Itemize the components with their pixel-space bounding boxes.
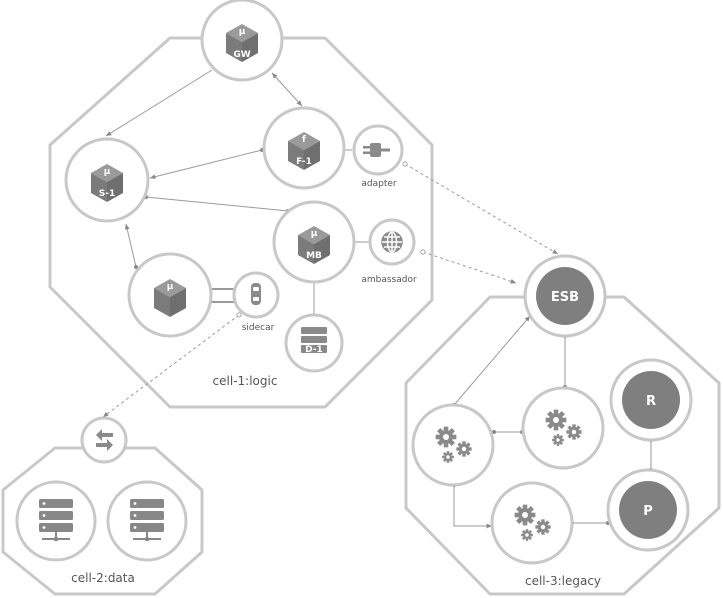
edge-s1-mb bbox=[144, 195, 290, 213]
node-service-s1[interactable]: μ S-1 bbox=[64, 137, 150, 223]
swap-arrows-icon bbox=[96, 429, 113, 451]
node-gears-3[interactable] bbox=[490, 481, 574, 565]
node-server-1[interactable] bbox=[15, 480, 97, 562]
function-glyph: f bbox=[302, 135, 306, 145]
node-server-2[interactable] bbox=[106, 480, 188, 562]
node-gears-1[interactable] bbox=[411, 403, 495, 487]
car-icon bbox=[251, 283, 261, 305]
edge-esb-gears1 bbox=[452, 315, 531, 407]
sidecar-label: sidecar bbox=[242, 323, 275, 333]
cell-legacy-boundary bbox=[404, 295, 721, 596]
node-transfer[interactable] bbox=[80, 416, 128, 464]
edge-s1-svc bbox=[124, 223, 138, 269]
edge-gw-f1 bbox=[271, 72, 303, 107]
edge-gw-s1 bbox=[105, 69, 213, 137]
node-gears-2[interactable] bbox=[521, 386, 605, 470]
cell-logic-boundary bbox=[48, 36, 434, 409]
gateway-glyph: μ bbox=[239, 27, 246, 37]
edge-f1-s1 bbox=[149, 148, 264, 180]
globe-icon bbox=[381, 231, 403, 253]
node-sidecar[interactable]: sidecar bbox=[232, 271, 280, 333]
node-ambassador[interactable]: ambassador bbox=[361, 218, 417, 285]
connectors bbox=[102, 69, 653, 529]
edge-adapter-esb bbox=[402, 161, 559, 255]
service-glyph: μ bbox=[104, 167, 111, 177]
node-gateway[interactable]: μ GW bbox=[200, 0, 284, 82]
database-label: D-1 bbox=[305, 345, 323, 355]
microservice-glyph: μ bbox=[167, 282, 174, 292]
message-broker-label: MB bbox=[306, 251, 322, 261]
cell-logic-label: cell-1:logic bbox=[213, 374, 278, 388]
service-label: S-1 bbox=[99, 189, 115, 199]
ambassador-label: ambassador bbox=[361, 275, 417, 285]
edge-ambassador-esb bbox=[420, 249, 517, 284]
p-label: P bbox=[643, 504, 653, 519]
r-label: R bbox=[646, 394, 656, 409]
node-p[interactable]: P bbox=[606, 468, 690, 552]
cell-data-boundary bbox=[1, 446, 204, 596]
node-r[interactable]: R bbox=[609, 358, 693, 442]
node-database-d1[interactable]: D-1 bbox=[284, 313, 344, 373]
esb-label: ESB bbox=[551, 290, 579, 305]
edge-gears1-gears3 bbox=[452, 483, 492, 529]
node-function-f1[interactable]: f F-1 bbox=[262, 106, 346, 190]
database-icon bbox=[301, 327, 327, 353]
cell-data-label: cell-2:data bbox=[71, 571, 135, 585]
node-adapter[interactable]: adapter bbox=[352, 124, 404, 189]
adapter-label: adapter bbox=[361, 179, 397, 189]
message-broker-glyph: μ bbox=[311, 229, 318, 239]
node-esb[interactable]: ESB bbox=[523, 254, 607, 338]
cell-legacy-label: cell-3:legacy bbox=[525, 574, 601, 588]
function-label: F-1 bbox=[296, 157, 312, 167]
gateway-label: GW bbox=[233, 50, 250, 60]
plug-icon bbox=[363, 143, 390, 157]
node-message-broker[interactable]: μ MB bbox=[272, 200, 356, 284]
node-microservice[interactable]: μ bbox=[127, 252, 213, 338]
edge-sidecar-transfer bbox=[102, 312, 242, 418]
